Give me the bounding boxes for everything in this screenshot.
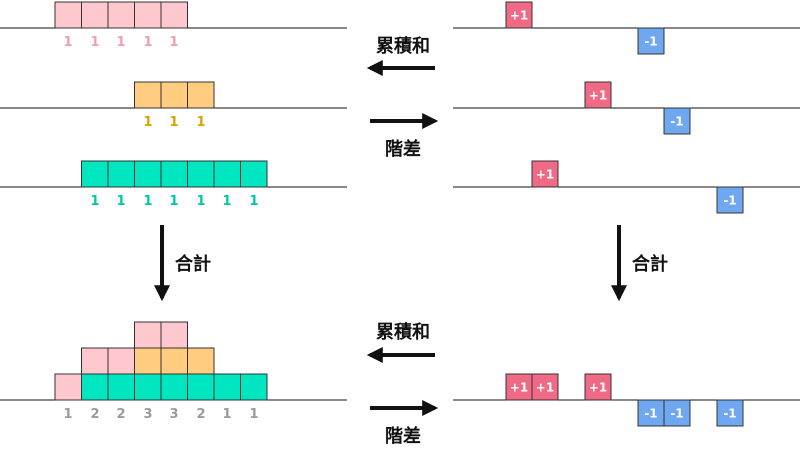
block	[213, 160, 241, 188]
count-label: 1	[90, 35, 99, 50]
block	[107, 373, 135, 401]
plus-marker-label: +1	[589, 381, 607, 395]
block	[134, 321, 162, 349]
plus-marker	[584, 373, 612, 401]
plus-marker	[531, 373, 559, 401]
diff-label: 階差	[385, 138, 421, 160]
right-row-3: +1 -1	[531, 160, 744, 214]
plus-marker-label: +1	[510, 381, 528, 395]
right-row-2: +1 -1	[584, 81, 691, 135]
count-label: 1	[249, 194, 258, 209]
top-transform-labels: 累積和 階差	[366, 35, 439, 160]
plus-marker	[531, 160, 559, 188]
block	[160, 81, 188, 109]
plus-marker-label: +1	[510, 9, 528, 23]
minus-marker-label: -1	[723, 194, 736, 208]
block	[54, 1, 82, 29]
sum-label: 1	[222, 407, 231, 422]
block	[107, 347, 135, 375]
count-label: 1	[169, 115, 178, 130]
block	[160, 1, 188, 29]
count-label: 1	[90, 194, 99, 209]
minus-marker	[716, 186, 744, 214]
plus-marker	[505, 1, 533, 29]
count-label: 1	[116, 35, 125, 50]
left-sum-stack: 1 2 2 3 3 2 1 1	[54, 321, 268, 422]
minus-marker-label: -1	[670, 407, 683, 421]
minus-marker-label: -1	[670, 115, 683, 129]
count-label: 1	[169, 35, 178, 50]
right-sum-row: +1 +1 +1 -1 -1 -1	[505, 373, 744, 427]
sum-label: 2	[196, 407, 205, 422]
count-label: 1	[63, 35, 72, 50]
right-row-1: +1 -1	[505, 1, 665, 55]
sum-label: 2	[116, 407, 125, 422]
block	[160, 347, 188, 375]
bottom-transform-labels: 累積和 階差	[366, 321, 439, 447]
block	[81, 160, 109, 188]
plus-marker-label: +1	[589, 89, 607, 103]
left-row-orange: 1 1 1	[134, 81, 215, 130]
block	[81, 347, 109, 375]
block	[134, 1, 162, 29]
sum-label: 2	[90, 407, 99, 422]
plus-marker	[584, 81, 612, 109]
sum-label: 1	[249, 407, 258, 422]
block	[240, 373, 268, 401]
count-label: 1	[116, 194, 125, 209]
block	[107, 1, 135, 29]
cumsum-label: 累積和	[376, 321, 430, 343]
sum-label: 3	[143, 407, 152, 422]
block	[107, 160, 135, 188]
total-label: 合計	[632, 253, 668, 275]
block	[187, 373, 215, 401]
minus-marker-label: -1	[723, 407, 736, 421]
left-row-teal: 1 1 1 1 1 1 1	[81, 160, 268, 209]
block	[54, 373, 82, 401]
cumsum-label: 累積和	[376, 35, 430, 57]
block	[160, 373, 188, 401]
minus-marker	[663, 107, 691, 135]
count-label: 1	[143, 35, 152, 50]
right-total-transform: 合計	[611, 225, 668, 302]
minus-marker	[716, 399, 744, 427]
block	[213, 373, 241, 401]
plus-marker-label: +1	[536, 168, 554, 182]
sum-label: 3	[169, 407, 178, 422]
block	[134, 347, 162, 375]
plus-marker-label: +1	[536, 381, 554, 395]
left-row-pink: 1 1 1 1 1	[54, 1, 188, 50]
total-label: 合計	[175, 253, 211, 275]
count-label: 1	[143, 194, 152, 209]
block	[187, 81, 215, 109]
block	[134, 81, 162, 109]
block	[160, 321, 188, 349]
diff-label: 階差	[385, 425, 421, 447]
count-label: 1	[196, 115, 205, 130]
count-label: 1	[169, 194, 178, 209]
block	[240, 160, 268, 188]
minus-marker-label: -1	[644, 407, 657, 421]
block	[81, 373, 109, 401]
minus-marker	[663, 399, 691, 427]
count-label: 1	[196, 194, 205, 209]
block	[187, 347, 215, 375]
block	[81, 1, 109, 29]
baselines	[0, 27, 800, 401]
minus-marker-label: -1	[644, 35, 657, 49]
block	[187, 160, 215, 188]
block	[160, 160, 188, 188]
left-total-transform: 合計	[154, 225, 211, 302]
block	[134, 160, 162, 188]
minus-marker	[637, 27, 665, 55]
count-label: 1	[222, 194, 231, 209]
block	[134, 373, 162, 401]
sum-label: 1	[63, 407, 72, 422]
count-label: 1	[143, 115, 152, 130]
